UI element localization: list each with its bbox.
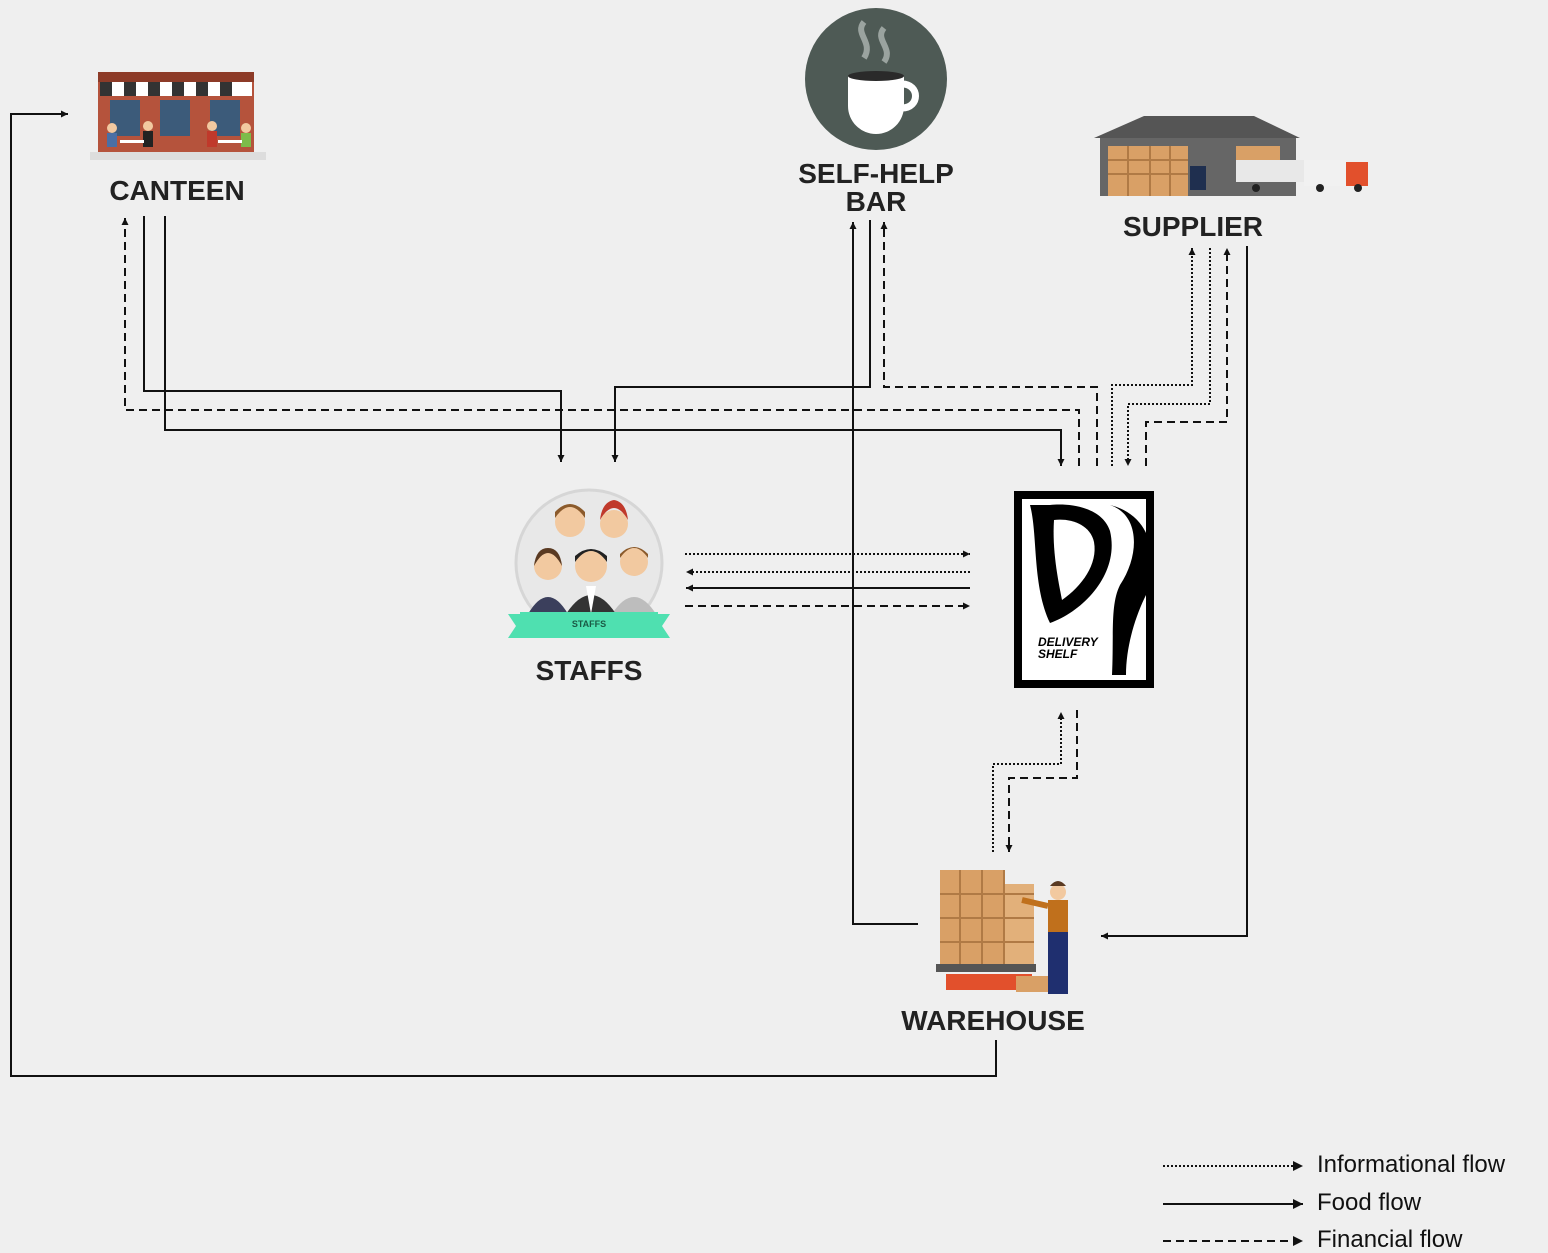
- info-flow-warehouse-to-delivery: [993, 712, 1061, 852]
- legend-food-label: Food flow: [1317, 1189, 1422, 1216]
- financial-flow-delivery-to-warehouse: [1009, 710, 1077, 852]
- supplier-node: SUPPLIER: [1094, 116, 1368, 242]
- legend-financial-label: Financial flow: [1317, 1226, 1463, 1253]
- warehouse-label: WAREHOUSE: [901, 1005, 1085, 1036]
- supplier-label: SUPPLIER: [1123, 211, 1263, 242]
- staffs-banner-text: STAFFS: [572, 619, 606, 629]
- food-flow-bar-to-staffs: [615, 220, 870, 462]
- self-help-bar-label-line1: SELF-HELP: [798, 158, 954, 189]
- warehouse-node: WAREHOUSE: [901, 870, 1085, 1036]
- food-flow-canteen-to-delivery-shelf: [165, 216, 1061, 466]
- info-flow-to-supplier: [1112, 248, 1192, 466]
- food-flow-canteen-to-staffs: [144, 216, 561, 462]
- warehouse-truck-icon: [1094, 116, 1368, 196]
- coffee-cup-icon: [805, 8, 947, 150]
- legend: Informational flow Food flow Financial f…: [1163, 1151, 1506, 1253]
- self-help-bar-node: SELF-HELP BAR: [798, 8, 954, 217]
- financial-flow-to-supplier: [1146, 248, 1227, 466]
- financial-flow-to-canteen: [125, 218, 1079, 466]
- canteen-label: CANTEEN: [109, 175, 244, 206]
- delivery-shelf-label-line2: SHELF: [1038, 647, 1078, 661]
- restaurant-storefront-icon: [90, 72, 266, 160]
- food-flow-warehouse-to-canteen: [11, 114, 996, 1076]
- self-help-bar-label-line2: BAR: [846, 186, 907, 217]
- canteen-node: CANTEEN: [90, 72, 266, 206]
- info-flow-from-supplier: [1128, 248, 1210, 466]
- legend-informational-label: Informational flow: [1317, 1151, 1506, 1178]
- staffs-node: STAFFS STAFFS: [508, 490, 670, 686]
- warehouse-worker-icon: [936, 870, 1068, 994]
- staff-group-icon: [508, 490, 670, 638]
- staffs-label: STAFFS: [536, 655, 643, 686]
- delivery-shelf-node: DELIVERY SHELF: [1018, 495, 1152, 684]
